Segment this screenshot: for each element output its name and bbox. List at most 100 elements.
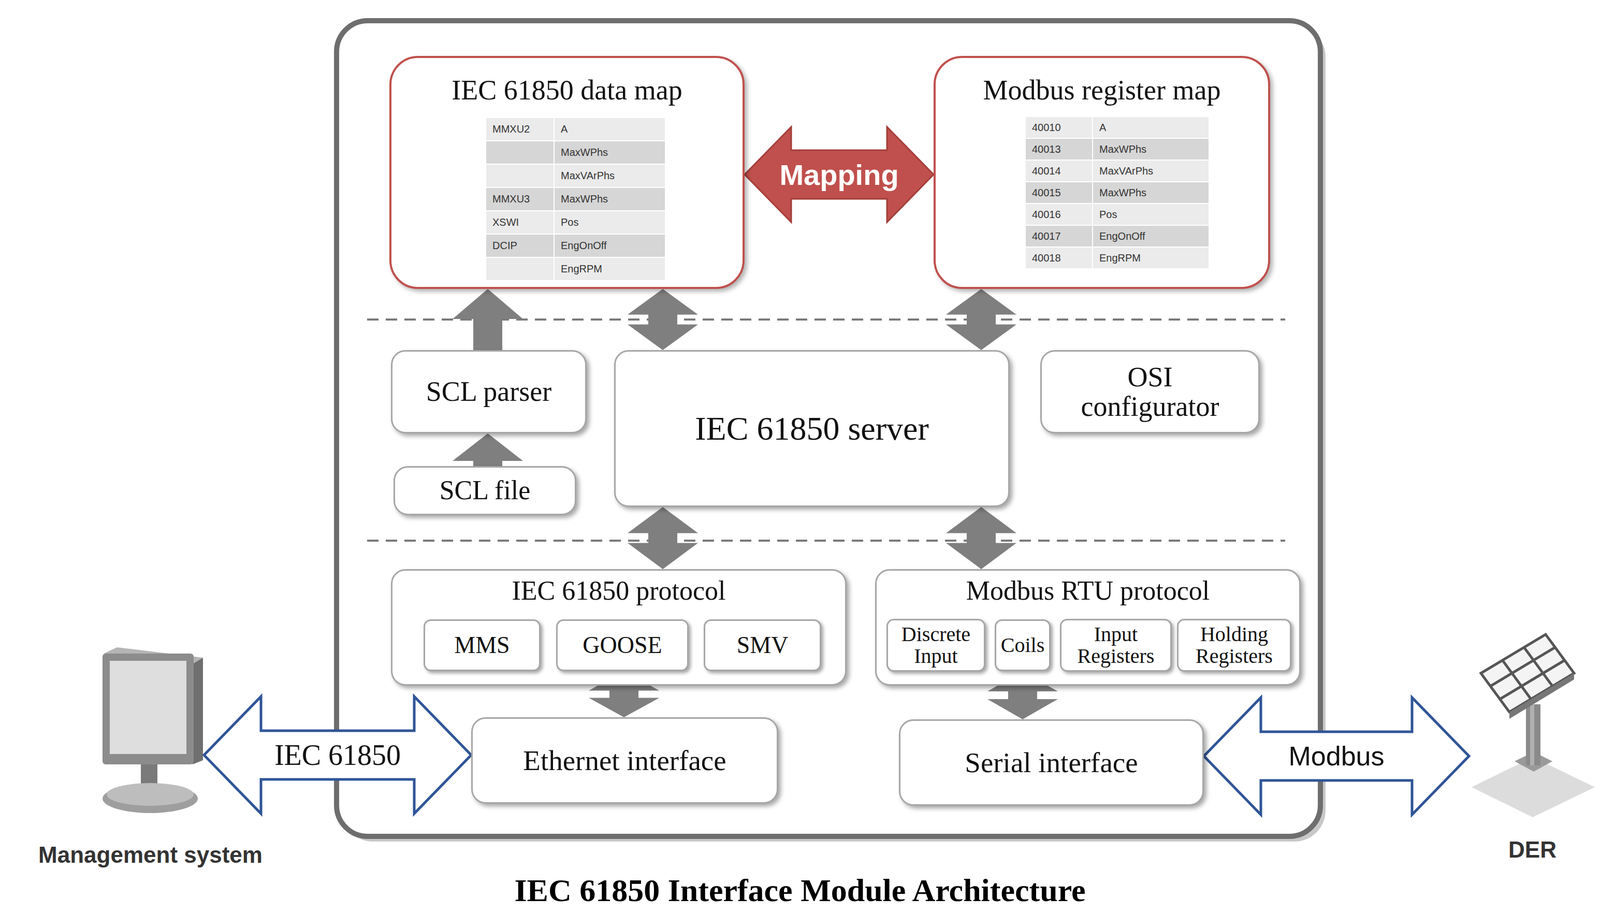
table-cell: EngOnOff — [1092, 225, 1210, 247]
service-box: SMV — [703, 619, 822, 672]
table-text: MaxWPhs — [1099, 143, 1147, 156]
table-text: MaxWPhs — [1099, 186, 1147, 199]
table-text: EngRPM — [1099, 252, 1141, 265]
table-text: XSWI — [492, 216, 519, 229]
node-text: IEC 61850 server — [694, 411, 929, 446]
table-text: DCIP — [492, 239, 518, 252]
node-text: Ethernet interface — [522, 745, 726, 776]
flow-arrow — [744, 126, 934, 223]
parser-box: SCL parser — [390, 350, 587, 434]
table-cell: 40016 — [1025, 203, 1093, 226]
node-text: SMV — [736, 632, 789, 658]
table-cell: MMXU2 — [485, 117, 555, 141]
table-text: 40015 — [1031, 186, 1061, 199]
table-cell: Pos — [554, 210, 666, 235]
monitor-icon — [102, 647, 203, 813]
table-text: Pos — [1099, 208, 1117, 221]
node-text: IEC 61850 data map — [451, 75, 682, 106]
node-text: Holding Registers — [1181, 623, 1287, 667]
table-text: 40013 — [1031, 143, 1061, 156]
interface-box: Ethernet interface — [471, 717, 779, 804]
node-text: GOOSE — [582, 632, 662, 658]
register-map-panel: Modbus register map40010A40013MaxWPhs400… — [933, 55, 1271, 289]
node-text: Modbus RTU protocol — [966, 576, 1211, 606]
flow-arrow — [946, 506, 1017, 570]
node-text: IEC 61850 protocol — [511, 576, 726, 606]
table-text: MaxVArPhs — [560, 169, 615, 182]
table-text: 40018 — [1031, 252, 1061, 265]
flow-arrow — [627, 288, 698, 351]
flow-arrow — [946, 288, 1017, 351]
table-cell: 40013 — [1025, 138, 1093, 160]
node-text: Coils — [1000, 634, 1045, 657]
table-text: 40016 — [1031, 208, 1061, 221]
table-cell: MaxWPhs — [554, 140, 666, 165]
register-type-box: Discrete Input — [886, 618, 986, 672]
flow-arrow — [204, 696, 472, 814]
table-cell: DCIP — [485, 234, 555, 258]
table-text: A — [560, 123, 568, 136]
table-cell: 40010 — [1025, 116, 1093, 139]
table-cell: 40018 — [1025, 246, 1093, 269]
table-text: A — [1099, 121, 1107, 134]
flow-arrow — [452, 433, 523, 467]
table-cell: EngRPM — [1092, 246, 1210, 269]
table-text: MaxVArPhs — [1099, 165, 1154, 178]
table-cell — [485, 164, 555, 188]
table-cell — [485, 257, 555, 281]
file-box: SCL file — [393, 466, 577, 516]
data-map-panel: IEC 61850 data mapMMXU2AMaxWPhsMaxVArPhs… — [389, 55, 745, 289]
edge-label: IEC 61850 — [271, 738, 404, 772]
module-housing — [336, 20, 1321, 837]
table-cell: XSWI — [485, 210, 555, 235]
node-text: Input Registers — [1064, 623, 1168, 667]
solar-panel-icon — [1471, 634, 1595, 818]
node-text: Discrete Input — [891, 623, 981, 667]
table-cell — [485, 140, 555, 165]
node-text: MMS — [454, 632, 510, 658]
server-box: IEC 61850 server — [614, 350, 1010, 507]
table-cell: MaxVArPhs — [554, 164, 666, 188]
icon-label: DER — [1508, 837, 1557, 862]
node-text: SCL file — [439, 476, 531, 505]
node-text: Serial interface — [964, 747, 1138, 778]
flow-arrow — [1203, 697, 1469, 815]
der-node: DER — [1468, 631, 1596, 819]
register-type-box: Input Registers — [1059, 618, 1172, 672]
edge-label: Modbus — [1285, 740, 1388, 772]
table-text: MMXU3 — [492, 193, 530, 206]
table-text: 40010 — [1031, 121, 1061, 134]
table-cell: Pos — [1092, 203, 1210, 226]
table-cell: EngRPM — [554, 257, 666, 281]
protocol-group: Modbus RTU protocolDiscrete Input Coils In… — [875, 569, 1301, 686]
service-box: GOOSE — [556, 619, 689, 672]
table-text: MaxWPhs — [560, 146, 608, 159]
table-text: EngOnOff — [1099, 230, 1146, 243]
table-text: 40017 — [1031, 230, 1061, 243]
table-cell: 40014 — [1025, 160, 1093, 182]
table-text: EngOnOff — [560, 239, 607, 252]
table-cell: 40015 — [1025, 181, 1093, 204]
flow-arrow — [452, 288, 523, 351]
node-text: Modbus register map — [983, 75, 1221, 106]
table-text: MaxWPhs — [560, 193, 608, 206]
table-text: EngRPM — [560, 263, 603, 275]
table-cell: 40017 — [1025, 225, 1093, 247]
configurator-box: OSI configurator — [1040, 350, 1260, 434]
icon-label: Management system — [38, 842, 263, 867]
register-type-box: Holding Registers — [1176, 618, 1292, 672]
table-text: MMXU2 — [492, 123, 530, 136]
table-cell: A — [1092, 116, 1210, 139]
table-cell: A — [554, 117, 666, 141]
interface-box: Serial interface — [898, 719, 1204, 806]
table-cell: MaxVArPhs — [1092, 160, 1210, 182]
table-cell: MaxWPhs — [1092, 138, 1210, 160]
flow-arrow — [627, 506, 698, 570]
data-table: MMXU2AMaxWPhsMaxVArPhsMMXU3MaxWPhsXSWIPo… — [485, 117, 666, 281]
protocol-group: IEC 61850 protocolMMS GOOSE SMV — [390, 569, 847, 686]
table-cell: MaxWPhs — [554, 187, 666, 211]
edge-label: Mapping — [776, 157, 902, 192]
table-text: Pos — [560, 216, 579, 229]
